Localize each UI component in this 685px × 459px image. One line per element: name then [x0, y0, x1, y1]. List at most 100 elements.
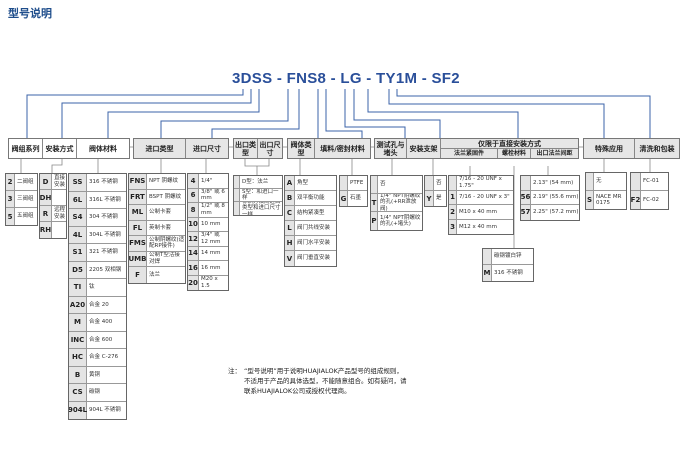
option-code: INC	[69, 331, 87, 348]
option-description	[52, 190, 66, 205]
option-code: DH	[40, 190, 52, 205]
option-code: 10	[188, 217, 199, 231]
option-code	[586, 173, 594, 190]
option-row: S型：和进口一样	[234, 189, 282, 202]
option-row: FC-01	[631, 173, 668, 191]
option-code: 3	[449, 219, 457, 234]
option-description: 1/4" NPT阴螺纹的孔(+RR泄放阀)	[380, 194, 421, 212]
option-code: S	[586, 191, 594, 209]
line-valve-series	[26, 89, 244, 138]
option-code: 57	[521, 205, 531, 220]
header-special: 特殊应用	[584, 139, 635, 158]
option-description: 阀门垂直安装	[297, 255, 331, 262]
option-code: 20	[188, 275, 199, 290]
option-description: 角型	[297, 179, 309, 186]
option-description: 7/16 - 20 UNF x 3"	[459, 194, 510, 200]
header-outlet-size: 出口尺寸	[259, 140, 281, 157]
option-code	[631, 173, 641, 190]
option-description: 公制卡套	[149, 209, 172, 215]
footnote-text: “型号说明”用于说明HUAJIALOK产品型号的组成规则，不适用于产品的具体选型…	[244, 367, 407, 395]
option-code: T	[371, 194, 378, 211]
line-body-material	[107, 89, 260, 138]
option-code: 4	[188, 174, 199, 188]
option-code: 5	[6, 208, 15, 225]
option-description: 三阀组	[17, 195, 34, 202]
option-description: 碳钢镀白锌	[494, 253, 522, 260]
header-body-type: 阀体类型	[288, 139, 315, 158]
option-code: 2	[449, 205, 457, 219]
option-code: SS	[69, 174, 87, 191]
option-code: 1	[449, 190, 457, 204]
model-code-example: 3DSS - FNS8 - LG - TY1M - SF2	[232, 70, 460, 87]
option-description: 直接安装	[54, 175, 66, 188]
option-description: 远程安装	[54, 207, 66, 220]
option-description: 合金 20	[89, 301, 109, 308]
header-bolt-material: 螺栓材料	[498, 149, 531, 158]
option-code: FMS	[129, 236, 147, 251]
option-description: 碳钢	[89, 389, 101, 395]
option-code: M	[483, 265, 492, 281]
option-code: D5	[69, 261, 87, 278]
header-direct-mount-group: 仅限于直接安装方式 法兰紧固件 螺栓材料 出口法兰间距	[441, 139, 578, 158]
option-code: F	[129, 267, 147, 283]
header-group-test: 测试孔与堵头 安装支架 仅限于直接安装方式 法兰紧固件 螺栓材料 出口法兰间距	[374, 138, 579, 159]
option-code	[521, 176, 531, 190]
option-description: 304L 不锈钢	[89, 231, 121, 238]
option-description: 二阀组	[17, 178, 34, 185]
option-row: PTFE	[340, 176, 367, 191]
header-mounting: 安装方式	[43, 139, 77, 158]
option-code: B	[285, 191, 295, 205]
option-row: D型：法兰	[234, 176, 282, 189]
option-description: 阀门共线安装	[297, 224, 331, 231]
option-description: 公制T型活接对焊	[149, 252, 180, 265]
line-bracket	[353, 89, 441, 138]
option-description: 钛	[89, 284, 95, 290]
option-code: 3	[6, 191, 15, 207]
option-description: 阀门水平安装	[297, 239, 331, 246]
option-code	[234, 189, 240, 201]
option-description: 石墨	[350, 195, 362, 202]
option-code	[371, 176, 378, 193]
header-group-outlet: 出口类型 出口尺寸	[233, 138, 283, 159]
option-description: 五阀组	[17, 213, 34, 220]
option-description	[52, 222, 66, 238]
line-inlet-type	[160, 89, 289, 138]
option-description: 1/4"	[201, 177, 213, 184]
option-code: 56	[521, 190, 531, 204]
line-direct-mount	[367, 89, 519, 138]
line-inlet-size	[211, 89, 300, 138]
option-row: DH	[40, 190, 66, 206]
line-special	[388, 89, 605, 138]
option-code	[234, 202, 240, 215]
option-description: PTFE	[350, 179, 364, 186]
option-code: ML	[129, 205, 147, 220]
option-description: 合金 600	[89, 336, 113, 343]
